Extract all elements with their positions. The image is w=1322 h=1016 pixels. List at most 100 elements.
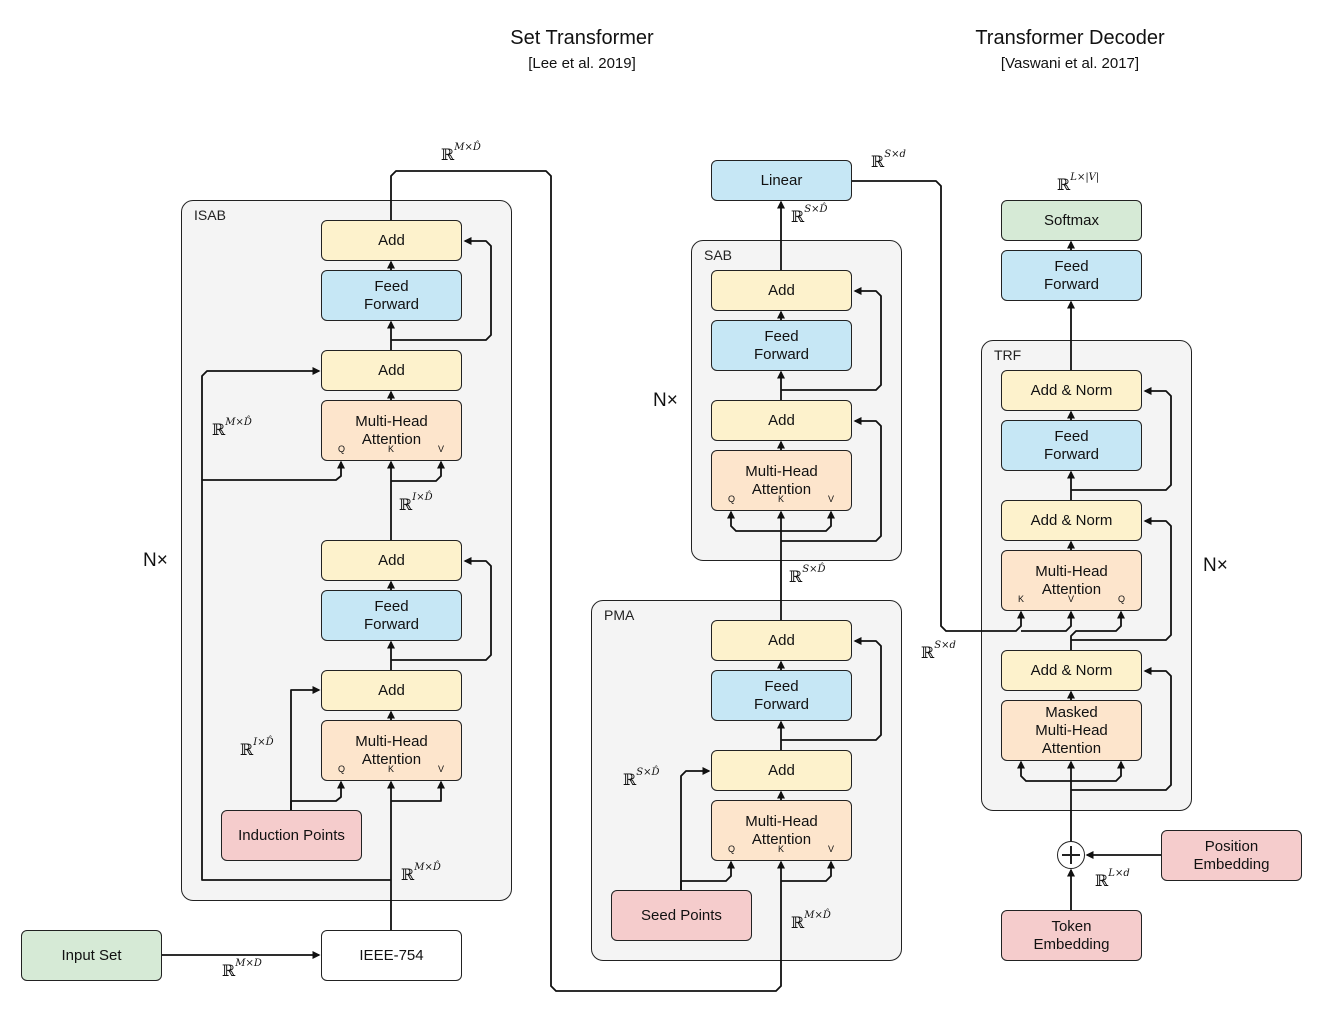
trf-masked-attention: Masked Multi-Head Attention — [1001, 700, 1142, 761]
port-q: Q — [728, 494, 736, 504]
sab-repeat-label: N× — [653, 390, 678, 411]
dim-induction: ℝI×D̂ — [240, 737, 274, 759]
port-v: V — [1068, 594, 1075, 604]
dim-seed: ℝS×D̂ — [623, 767, 660, 789]
r-symbol: ℝ — [871, 152, 885, 171]
pma-attention-label: Multi-Head Attention — [745, 813, 818, 848]
trf-add-norm-2: Add & Norm — [1001, 500, 1142, 541]
isab-label: ISAB — [194, 207, 226, 223]
port-k: K — [778, 494, 785, 504]
dim-sup: I×D̂ — [253, 737, 274, 748]
dim-sup: M×D̂ — [414, 862, 441, 873]
pma-label: PMA — [604, 607, 635, 623]
dim-embedding: ℝL×d — [1095, 868, 1130, 890]
r-symbol: ℝ — [791, 207, 805, 226]
port-q: Q — [338, 444, 346, 454]
dim-pma-out: ℝS×D̂ — [789, 564, 826, 586]
trf-add-norm-1: Add & Norm — [1001, 650, 1142, 691]
isab-attention-2-label: Multi-Head Attention — [355, 413, 428, 448]
sab-attention: Multi-Head Attention Q K V — [711, 450, 852, 511]
r-symbol: ℝ — [222, 961, 236, 980]
seed-points: Seed Points — [611, 890, 752, 941]
port-v: V — [438, 444, 445, 454]
r-symbol: ℝ — [399, 495, 413, 514]
set-transformer-title: Set Transformer — [510, 27, 654, 49]
dim-ieee-out: ℝM×D̂ — [401, 862, 441, 884]
isab-add-2: Add — [321, 540, 462, 581]
trf-label: TRF — [994, 347, 1022, 363]
sab-label: SAB — [704, 247, 733, 263]
dim-sup: L×|V| — [1070, 172, 1100, 183]
dim-linear-out: ℝS×d — [871, 149, 906, 171]
port-k: K — [388, 444, 395, 454]
wire-induction-to-q — [290, 780, 345, 810]
port-q: Q — [1118, 594, 1126, 604]
port-v: V — [828, 844, 835, 854]
r-symbol: ℝ — [789, 567, 803, 586]
sab-attention-label: Multi-Head Attention — [745, 463, 818, 498]
isab-add-3: Add — [321, 350, 462, 391]
dim-sup: S×d — [884, 149, 906, 160]
trf-cross-attention-label: Multi-Head Attention — [1035, 563, 1108, 598]
dim-sup: S×d — [934, 640, 956, 651]
isab-attention-1: Multi-Head Attention Q K V — [321, 720, 462, 781]
dim-sab-out: ℝS×D̂ — [791, 204, 828, 226]
r-symbol: ℝ — [212, 420, 226, 439]
add-circle-icon — [1057, 841, 1085, 869]
dim-isab-skip: ℝM×D̂ — [212, 417, 252, 439]
isab-attention-2: Multi-Head Attention Q K V — [321, 400, 462, 461]
pma-feed-forward: Feed Forward — [711, 670, 852, 721]
dim-sup: S×D̂ — [804, 204, 828, 215]
port-q: Q — [338, 764, 346, 774]
sab-add-2: Add — [711, 270, 852, 311]
isab-attention-1-label: Multi-Head Attention — [355, 733, 428, 768]
port-q: Q — [728, 844, 736, 854]
isab-add-1: Add — [321, 670, 462, 711]
softmax: Softmax — [1001, 200, 1142, 241]
port-k: K — [778, 844, 785, 854]
isab-feed-forward-1: Feed Forward — [321, 590, 462, 641]
pma-add-2: Add — [711, 620, 852, 661]
r-symbol: ℝ — [1057, 175, 1071, 194]
port-k: K — [1018, 594, 1025, 604]
token-embedding: Token Embedding — [1001, 910, 1142, 961]
dim-sup: M×D̂ — [225, 417, 252, 428]
sab-add-1: Add — [711, 400, 852, 441]
r-symbol: ℝ — [921, 643, 935, 662]
r-symbol: ℝ — [1095, 871, 1109, 890]
pma-add-1: Add — [711, 750, 852, 791]
linear: Linear — [711, 160, 852, 201]
trf-add-norm-3: Add & Norm — [1001, 370, 1142, 411]
dim-sup: M×D̂ — [454, 142, 481, 153]
position-embedding: Position Embedding — [1161, 830, 1302, 881]
port-v: V — [828, 494, 835, 504]
trf-repeat-label: N× — [1203, 555, 1228, 576]
induction-points: Induction Points — [221, 810, 362, 861]
r-symbol: ℝ — [791, 913, 805, 932]
dim-pma-in: ℝM×D̂ — [791, 910, 831, 932]
isab-repeat-label: N× — [143, 550, 168, 571]
ieee-754: IEEE-754 — [321, 930, 462, 981]
dim-sup: I×D̂ — [412, 492, 433, 503]
decoder-feed-forward-out: Feed Forward — [1001, 250, 1142, 301]
trf-feed-forward: Feed Forward — [1001, 420, 1142, 471]
wire-isab-to-pma — [390, 170, 785, 992]
dim-sup: L×d — [1108, 868, 1130, 879]
dim-isab-out: ℝM×D̂ — [441, 142, 481, 164]
dim-output: ℝL×|V| — [1057, 172, 1100, 194]
port-k: K — [388, 764, 395, 774]
trf-cross-attention: Multi-Head Attention K V Q — [1001, 550, 1142, 611]
r-symbol: ℝ — [401, 865, 415, 884]
dim-sup: S×D̂ — [802, 564, 826, 575]
r-symbol: ℝ — [623, 770, 637, 789]
dim-input: ℝM×D — [222, 958, 262, 980]
dim-sup: M×D̂ — [804, 910, 831, 921]
dim-sup: S×D̂ — [636, 767, 660, 778]
dim-isab-mid: ℝI×D̂ — [399, 492, 433, 514]
port-v: V — [438, 764, 445, 774]
decoder-citation: [Vaswani et al. 2017] — [1000, 55, 1140, 72]
r-symbol: ℝ — [240, 740, 254, 759]
r-symbol: ℝ — [441, 145, 455, 164]
